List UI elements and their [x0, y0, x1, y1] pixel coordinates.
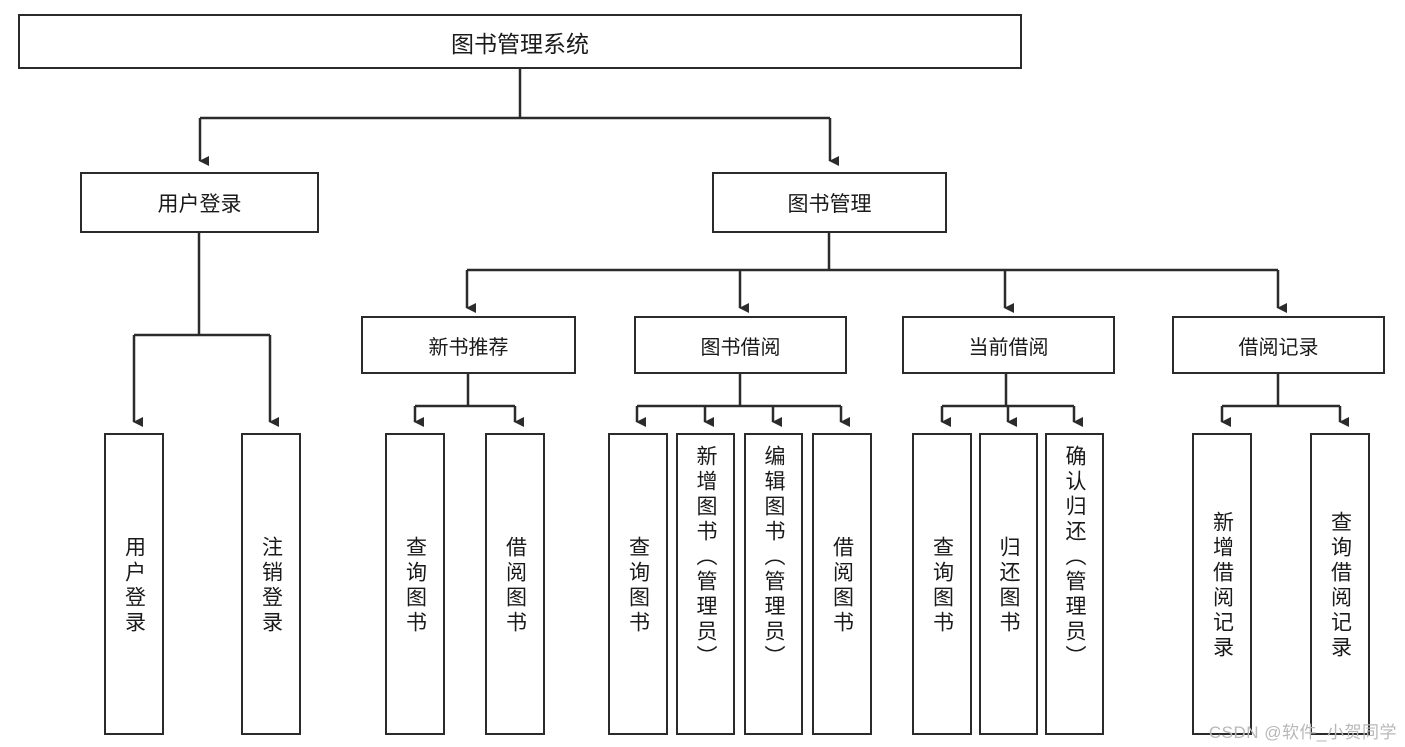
leaf-logout[interactable]: 注销登录: [241, 433, 301, 735]
node-new-book-recommend[interactable]: 新书推荐: [361, 316, 576, 374]
node-new-book-recommend-label: 新书推荐: [428, 336, 509, 359]
leaf-query-book-borrow[interactable]: 查询图书: [608, 433, 668, 735]
leaf-add-book-admin-label: 新增图书（管理员）: [694, 445, 717, 670]
leaf-confirm-return-admin[interactable]: 确认归还（管理员）: [1045, 433, 1104, 735]
leaf-query-book-borrow-label: 查询图书: [626, 536, 650, 636]
leaf-add-borrow-record[interactable]: 新增借阅记录: [1192, 433, 1252, 735]
node-user-login-label: 用户登录: [157, 192, 242, 216]
csdn-watermark: CSDN @软件_小贺同学: [1208, 723, 1397, 742]
node-root-label: 图书管理系统: [451, 30, 589, 57]
node-borrow-record[interactable]: 借阅记录: [1172, 316, 1385, 374]
leaf-query-book-current-label: 查询图书: [930, 536, 954, 636]
node-book-management-label: 图书管理: [787, 192, 872, 216]
leaf-logout-label: 注销登录: [259, 536, 283, 636]
node-root[interactable]: 图书管理系统: [18, 14, 1022, 69]
leaf-user-login-label: 用户登录: [122, 536, 146, 636]
leaf-add-book-admin[interactable]: 新增图书（管理员）: [676, 433, 735, 735]
node-current-borrow-label: 当前借阅: [968, 336, 1049, 359]
leaf-query-book-current[interactable]: 查询图书: [912, 433, 972, 735]
leaf-edit-book-admin[interactable]: 编辑图书（管理员）: [744, 433, 803, 735]
leaf-query-book-new-label: 查询图书: [403, 536, 427, 636]
leaf-return-book[interactable]: 归还图书: [979, 433, 1038, 735]
node-borrow-record-label: 借阅记录: [1238, 336, 1319, 359]
leaf-user-login[interactable]: 用户登录: [104, 433, 164, 735]
node-current-borrow[interactable]: 当前借阅: [902, 316, 1115, 374]
node-user-login[interactable]: 用户登录: [80, 172, 319, 233]
leaf-borrow-book-new[interactable]: 借阅图书: [485, 433, 545, 735]
node-book-borrow-label: 图书借阅: [700, 336, 781, 359]
leaf-borrow-book-borrow[interactable]: 借阅图书: [812, 433, 872, 735]
leaf-borrow-book-new-label: 借阅图书: [503, 536, 527, 636]
leaf-return-book-label: 归还图书: [997, 536, 1020, 636]
node-book-management[interactable]: 图书管理: [712, 172, 947, 233]
leaf-add-borrow-record-label: 新增借阅记录: [1210, 511, 1234, 661]
leaf-query-borrow-record[interactable]: 查询借阅记录: [1310, 433, 1370, 735]
leaf-query-borrow-record-label: 查询借阅记录: [1328, 511, 1352, 661]
leaf-edit-book-admin-label: 编辑图书（管理员）: [762, 445, 785, 670]
leaf-query-book-new[interactable]: 查询图书: [385, 433, 445, 735]
leaf-borrow-book-borrow-label: 借阅图书: [830, 536, 854, 636]
node-book-borrow[interactable]: 图书借阅: [634, 316, 847, 374]
leaf-confirm-return-admin-label: 确认归还（管理员）: [1063, 445, 1086, 670]
